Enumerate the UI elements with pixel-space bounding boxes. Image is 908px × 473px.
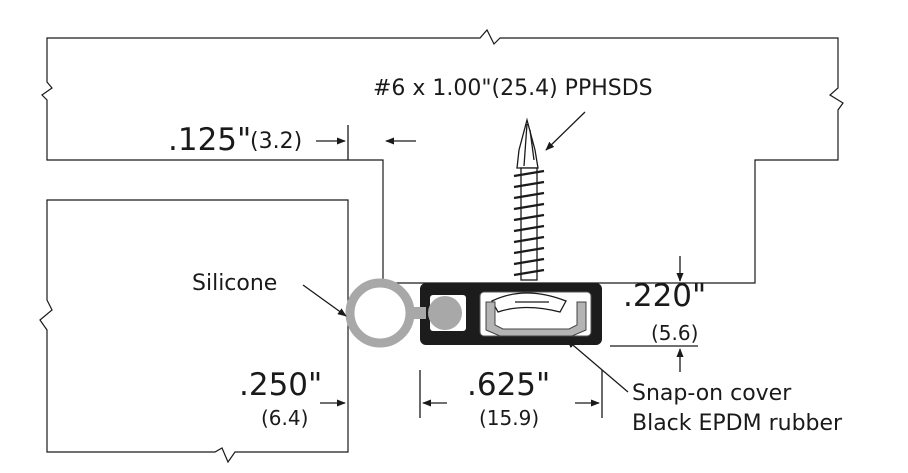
screw — [513, 117, 545, 281]
offset-dimension-inches: .250" — [239, 367, 322, 403]
cover-label-line2: Black EPDM rubber — [632, 411, 843, 436]
silicone-leader — [302, 284, 347, 317]
cover-leader — [566, 339, 629, 393]
jamb-frame — [39, 199, 349, 464]
silicone-bulb-seal — [345, 278, 426, 348]
silicone-label: Silicone — [192, 271, 277, 296]
width-dimension-mm: (15.9) — [479, 406, 539, 430]
gap-dimension-mm: (3.2) — [250, 129, 302, 154]
cover-label-line1: Snap-on cover — [632, 381, 792, 406]
screw-leader — [545, 111, 586, 151]
snap-on-cover — [485, 301, 587, 337]
height-dimension-inches: .220" — [623, 278, 706, 314]
screw-label: #6 x 1.00"(25.4) PPHSDS — [373, 76, 653, 101]
door-frame — [41, 28, 844, 284]
gap-dimension-inches: .125" — [168, 122, 251, 158]
offset-dimension-mm: (6.4) — [261, 406, 308, 430]
width-dimension-inches: .625" — [467, 367, 550, 403]
height-dimension-mm: (5.6) — [651, 321, 698, 345]
